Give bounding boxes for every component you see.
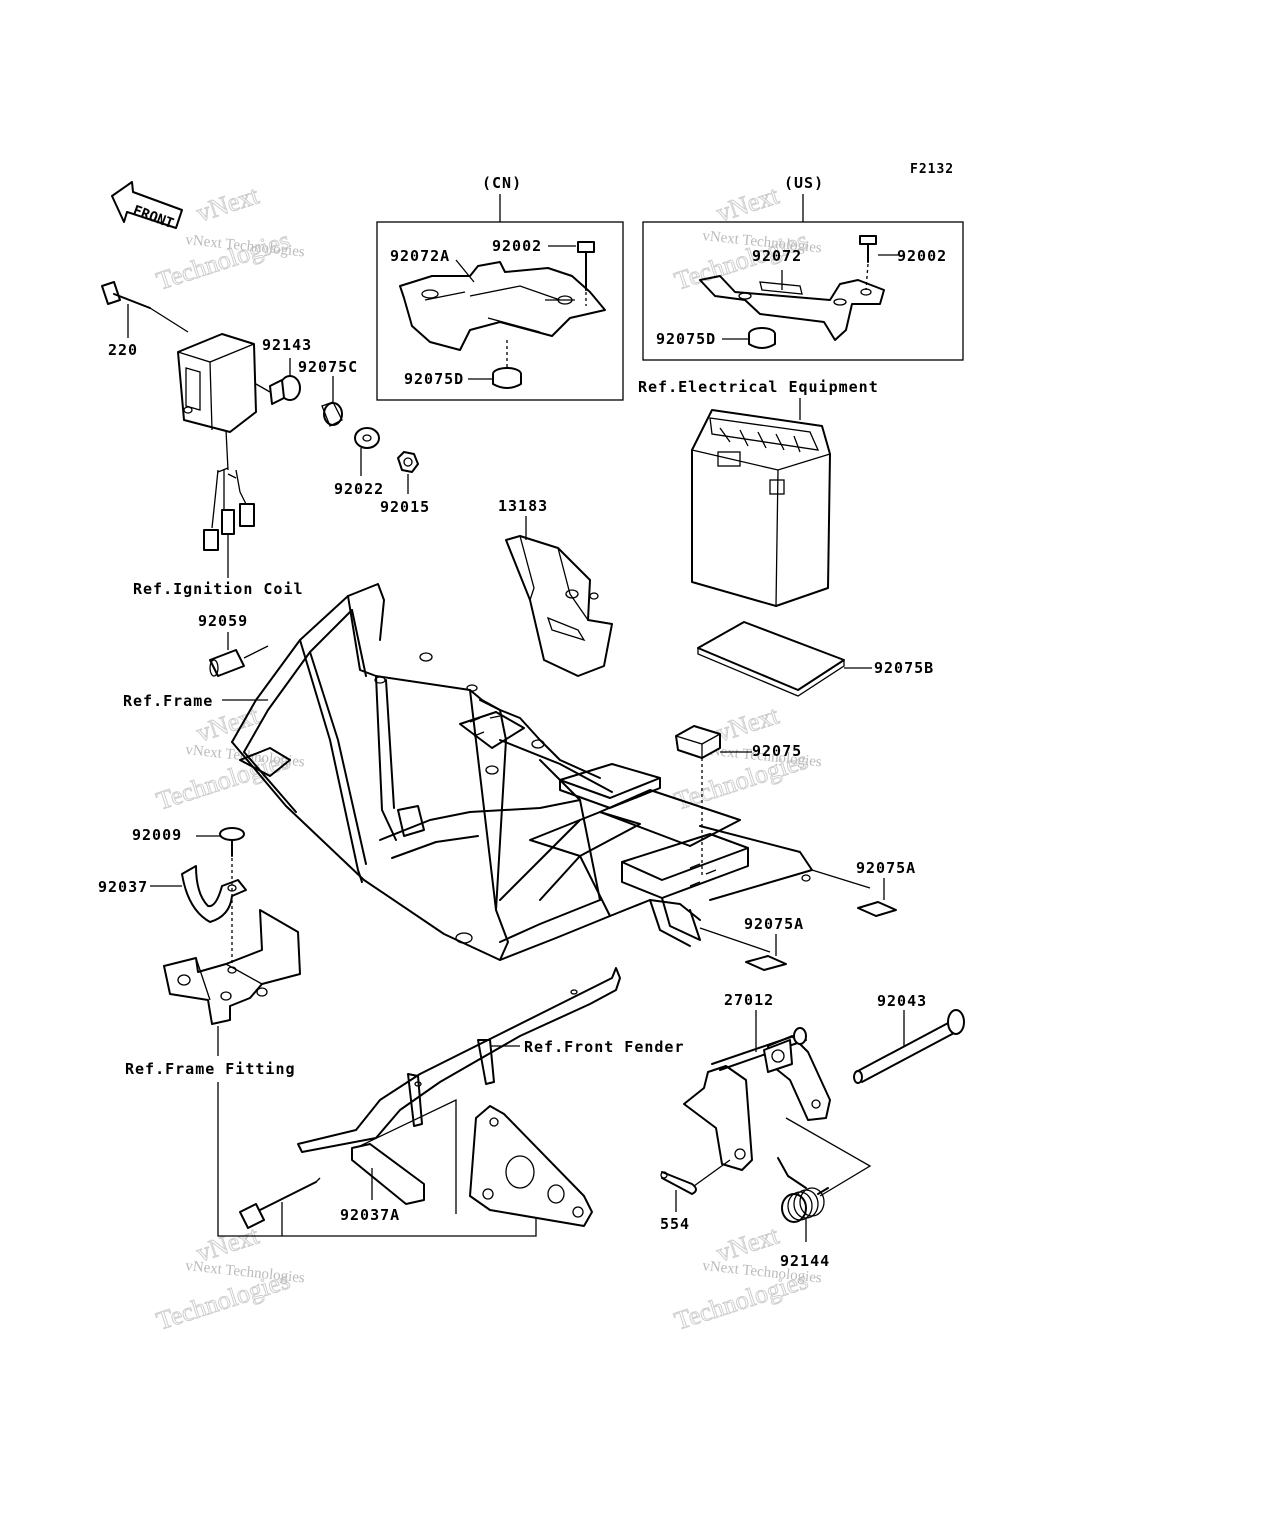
svg-text:vNext: vNext <box>713 700 783 747</box>
part-92059-label: 92059 <box>198 612 248 630</box>
cover-13183: 13183 <box>498 497 613 677</box>
part-92075A-center-label: 92075A <box>744 915 804 933</box>
part-13183-label: 13183 <box>498 497 548 515</box>
part-92075A-right-label: 92075A <box>856 859 916 877</box>
cn-variant-label: (CN) <box>482 174 522 192</box>
watermark-bottom-right: vNext Technologies vNext Technologies <box>670 1220 822 1336</box>
ref-frame-fitting-label: Ref.Frame Fitting <box>125 1060 296 1078</box>
part-92143-label: 92143 <box>262 336 312 354</box>
cap-92075: 92075 <box>675 725 802 876</box>
part-92144-label: 92144 <box>780 1252 830 1270</box>
diagram-code: F2132 <box>910 162 954 177</box>
ref-electrical-equipment-label: Ref.Electrical Equipment <box>638 378 879 396</box>
part-92072-us-label: 92072 <box>752 247 802 265</box>
pads-92075A: 92075A 92075A <box>699 859 916 971</box>
us-variant-box: (US) 92072 92002 92075D <box>642 174 964 361</box>
part-92072A-label: 92072A <box>390 247 450 265</box>
ref-frame-label: Ref.Frame <box>123 692 213 710</box>
frame-main: 92059 Ref.Frame <box>123 583 813 961</box>
part-92015-label: 92015 <box>380 498 430 516</box>
part-27012-label: 27012 <box>724 991 774 1009</box>
part-554-label: 554 <box>660 1215 690 1233</box>
svg-text:vNext: vNext <box>193 180 263 227</box>
cn-variant-box: (CN) 92072A 92002 92075D <box>376 174 624 401</box>
part-92022-label: 92022 <box>334 480 384 498</box>
part-92037-label: 92037 <box>98 878 148 896</box>
part-92075-label: 92075 <box>752 742 802 760</box>
part-92043-label: 92043 <box>877 992 927 1010</box>
part-92037A-label: 92037A <box>340 1206 400 1224</box>
watermark-top-right: vNext Technologies vNext Technologies <box>670 180 822 296</box>
part-92075D-cn-label: 92075D <box>404 370 464 388</box>
ref-ignition-coil-label: Ref.Ignition Coil <box>133 580 304 598</box>
part-92002-us-label: 92002 <box>897 247 947 265</box>
right-lower-bracket: 27012 92043 554 92144 <box>660 991 965 1270</box>
svg-text:vNext: vNext <box>713 180 783 227</box>
part-92075D-us-label: 92075D <box>656 330 716 348</box>
battery-group: Ref.Electrical Equipment 92075B <box>638 378 934 697</box>
front-arrow-icon: FRONT <box>111 181 183 232</box>
ref-front-fender-label: Ref.Front Fender <box>524 1038 685 1056</box>
part-92075C-label: 92075C <box>298 358 358 376</box>
watermark-top-left: vNext Technologies vNext Technologies <box>152 180 305 296</box>
us-variant-label: (US) <box>784 174 824 192</box>
watermark-mid-left: vNext Technologies vNext Technologies <box>152 700 305 816</box>
part-92009-label: 92009 <box>132 826 182 844</box>
frame-fitting-group: 92009 92037 Ref.Frame Fitting <box>98 826 537 1237</box>
watermark-bottom-left: vNext Technologies vNext Technologies <box>152 1220 305 1336</box>
front-fender-bracket: Ref.Front Fender 92037A <box>239 967 685 1236</box>
part-92002-cn-label: 92002 <box>492 237 542 255</box>
ignitor-group: 220 92143 92075C 92022 92015 R <box>101 281 430 598</box>
part-220-label: 220 <box>108 341 138 359</box>
part-92075B-label: 92075B <box>874 659 934 677</box>
